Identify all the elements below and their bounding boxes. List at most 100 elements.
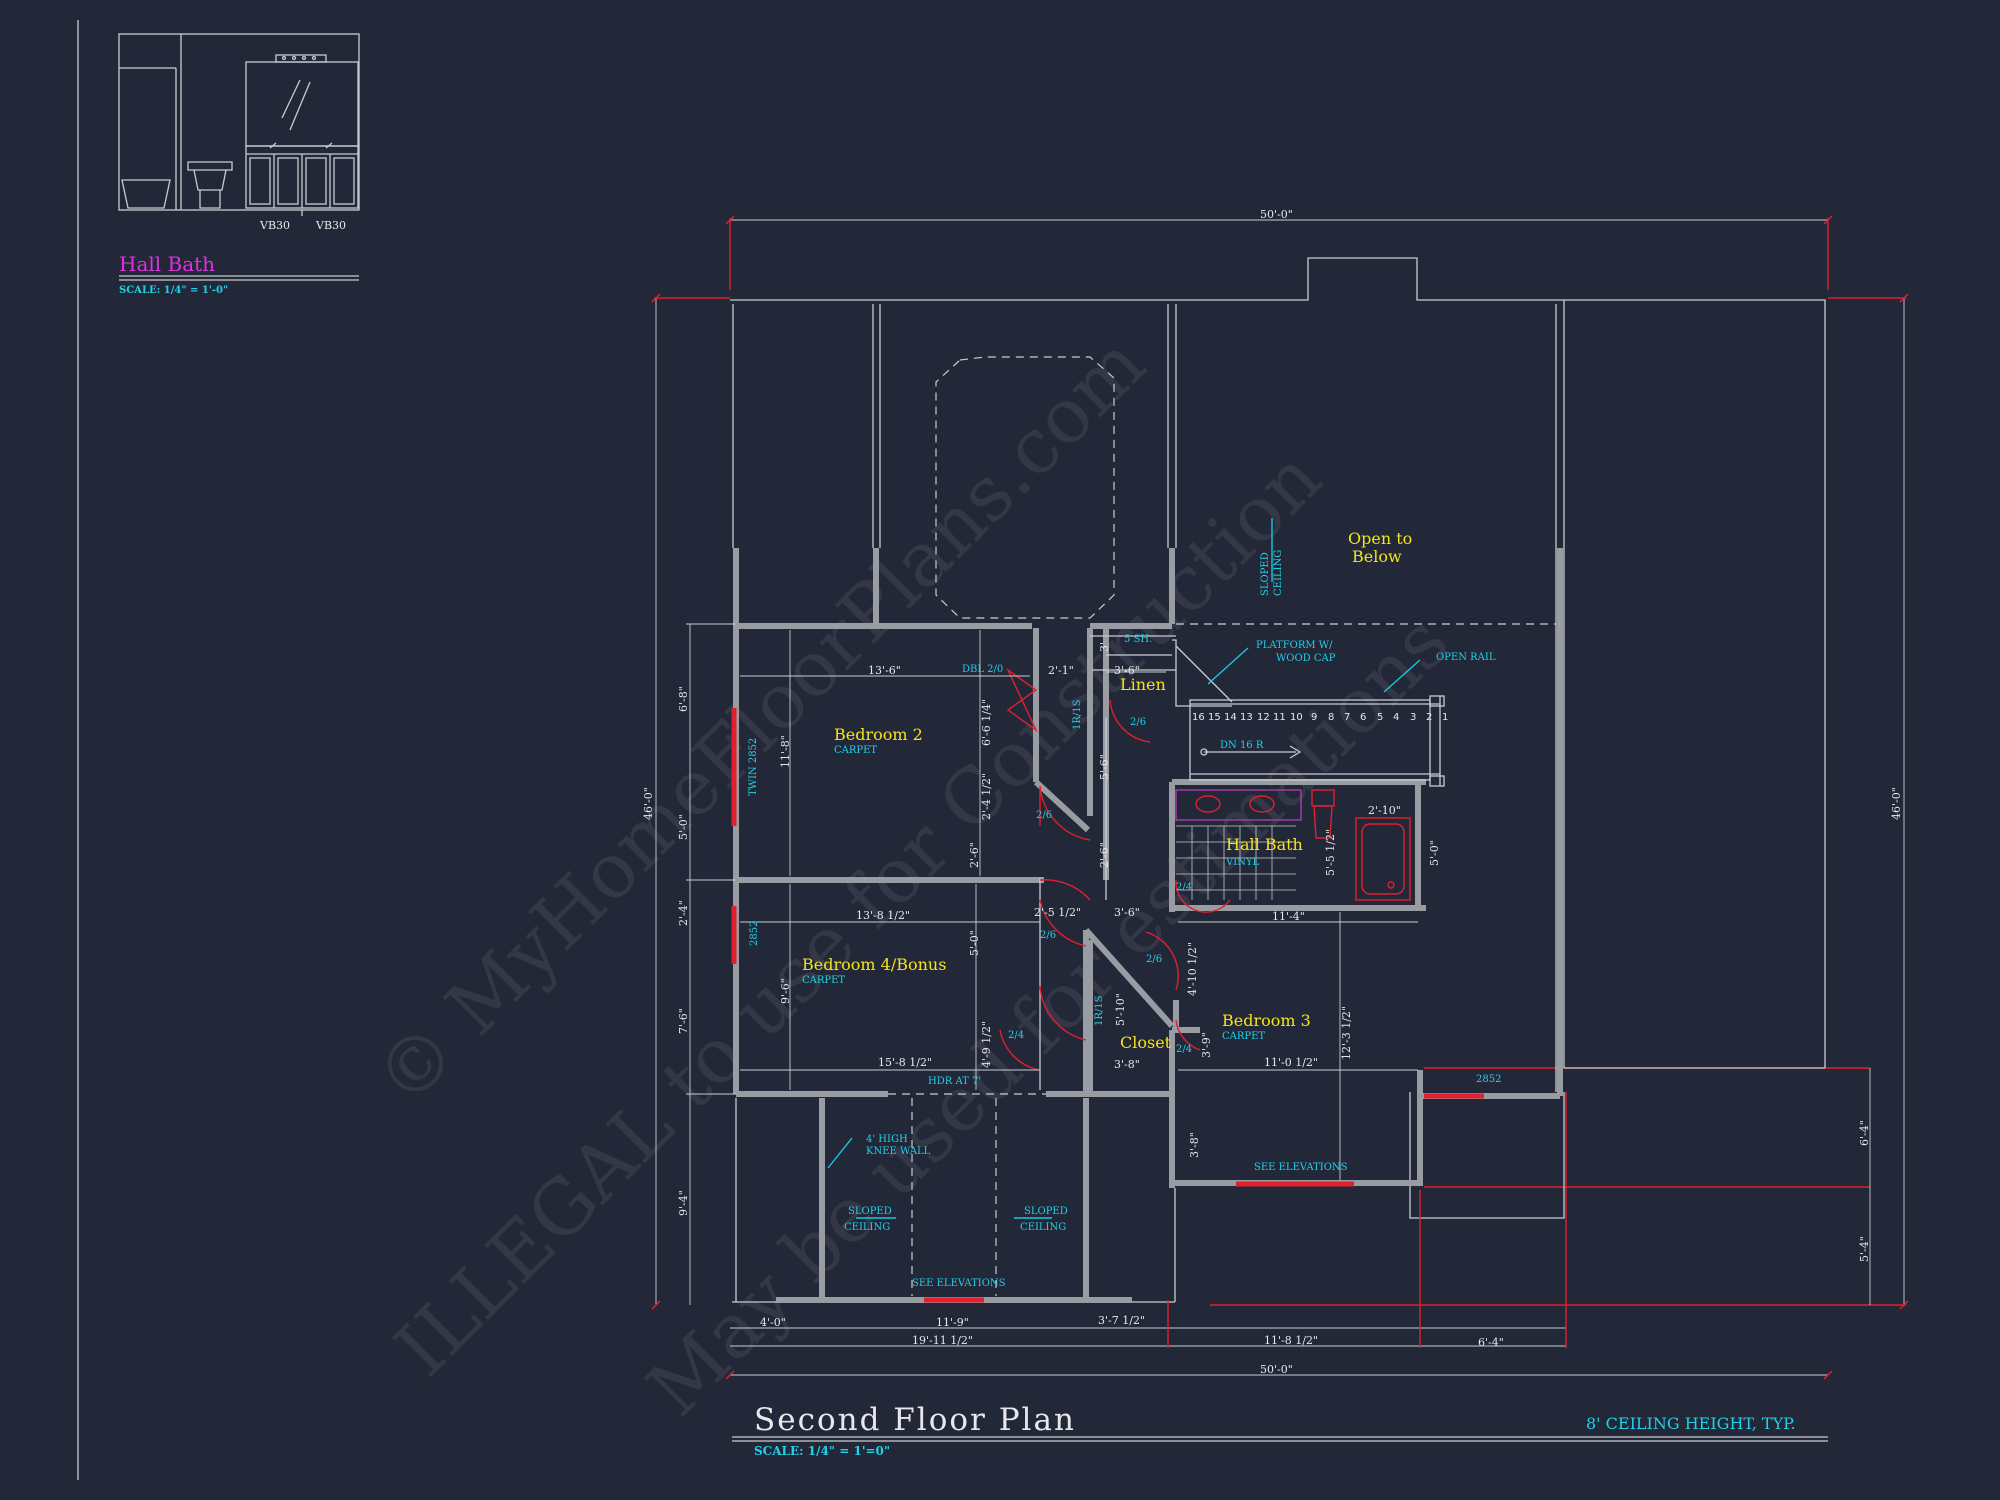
svg-text:9'-4": 9'-4" [677,1190,690,1216]
windows [731,708,1484,1303]
stair-step-numbers: 16 15 14 13 12 11 10 9 8 7 6 5 4 3 2 1 [1192,712,1448,723]
svg-text:3'-8": 3'-8" [1188,1132,1201,1158]
svg-text:13: 13 [1240,712,1253,723]
svg-text:2'-10": 2'-10" [1368,804,1401,817]
svg-text:2'-5 1/2": 2'-5 1/2" [1034,906,1081,919]
svg-text:3'-8": 3'-8" [1114,1058,1140,1071]
svg-text:4'-10 1/2": 4'-10 1/2" [1186,942,1199,996]
dbl-door-note: DBL 2/0 [962,664,1003,675]
stair [1189,695,1445,787]
svg-text:11'-8": 11'-8" [779,735,792,768]
shelf-note: 5 SH. [1124,634,1152,645]
svg-text:5'-0": 5'-0" [968,930,981,956]
rod-shelf-note-2: 1R/1S [1094,995,1105,1026]
svg-text:2'-1": 2'-1" [1048,664,1074,677]
svg-text:3: 3 [1410,712,1416,723]
door-size-labels: 2/6 2/6 2/6 2/6 2/4 2/4 2/4 [1008,717,1192,1055]
svg-text:2/4: 2/4 [1008,1030,1024,1041]
svg-text:2/4: 2/4 [1176,1044,1192,1055]
open-rail-note: OPEN RAIL [1436,652,1496,663]
svg-text:11: 11 [1273,712,1286,723]
sloped-ceiling-left-2: CEILING [844,1222,890,1233]
dim-overall-width-top: 50'-0" [1260,208,1293,221]
hall-bath-fixtures [1175,789,1411,901]
svg-text:6'-4": 6'-4" [1858,1120,1871,1146]
mirror-elevation [245,61,359,147]
svg-text:3'-9": 3'-9" [1200,1032,1213,1058]
svg-text:2/6: 2/6 [1036,810,1052,821]
svg-text:13'-8 1/2": 13'-8 1/2" [856,909,910,922]
see-elevations-bedroom3: SEE ELEVATIONS [1254,1162,1348,1173]
svg-text:2/6: 2/6 [1040,930,1056,941]
see-elevations-bonus: SEE ELEVATIONS [912,1278,1006,1289]
vanity-label-1: VB30 [259,219,290,232]
open-to-below-label-1: Open to [1348,529,1412,548]
linen-label: Linen [1120,675,1166,694]
ceiling-height-note: 8' CEILING HEIGHT, TYP. [1586,1414,1796,1433]
closet-label: Closet [1120,1033,1172,1052]
hall-bath-elevation-inset: VB30 VB30 [118,33,360,232]
svg-text:13'-6": 13'-6" [868,664,901,677]
bedroom-3-floor: CARPET [1222,1031,1265,1042]
svg-text:5'-6": 5'-6" [1098,754,1111,780]
svg-text:3'-6": 3'-6" [1114,664,1140,677]
hdr-note: HDR AT 7' [928,1076,981,1087]
svg-text:11'-4": 11'-4" [1272,910,1305,923]
svg-text:9'-6": 9'-6" [779,978,792,1004]
hall-bath-floor: VINYL [1225,857,1260,868]
door-swings [999,667,1231,1071]
svg-text:12: 12 [1257,712,1270,723]
svg-text:4'-9 1/2": 4'-9 1/2" [980,1021,993,1068]
svg-text:3': 3' [1098,642,1111,652]
svg-text:5'-0": 5'-0" [677,814,690,840]
svg-text:2'-4": 2'-4" [677,900,690,926]
svg-text:6'-4": 6'-4" [1478,1336,1504,1349]
stair-dn-note: DN 16 R [1220,740,1264,751]
leader-lines [827,518,1421,1219]
dim-overall-depth-right: 46'-0" [1890,787,1903,820]
platform-note-2: WOOD CAP [1276,653,1336,664]
svg-text:1: 1 [1442,712,1448,723]
twin-window-note: TWIN 2852 [748,738,759,796]
interior-dimension-lines [686,623,1567,1348]
svg-text:11'-0 1/2": 11'-0 1/2" [1264,1056,1318,1069]
window-note-bedroom4: 2852 [749,921,760,946]
svg-text:3'-7 1/2": 3'-7 1/2" [1098,1314,1145,1327]
inset-scale: SCALE: 1/4" = 1'-0" [119,285,228,296]
open-to-below-label-2: Below [1352,547,1402,566]
knee-wall-note-2: KNEE WALL [866,1146,931,1157]
dimension-texts: 13'-6" 11'-8" 6'-8" 5'-0" 2'-4" 7'-6" 9'… [677,642,1871,1349]
sloped-ceiling-left-1: SLOPED [848,1206,892,1217]
window-note-bedroom3: 2852 [1476,1074,1501,1085]
svg-text:12'-3 1/2": 12'-3 1/2" [1340,1006,1353,1060]
svg-text:6'-8": 6'-8" [677,686,690,712]
sloped-ceiling-right-2: CEILING [1020,1222,1066,1233]
plan-scale: SCALE: 1/4" = 1'=0" [754,1444,890,1458]
vanity-light [275,54,327,63]
sloped-ceiling-note-2: CEILING [1273,550,1284,596]
svg-text:10: 10 [1290,712,1303,723]
inset-title: Hall Bath [119,252,215,276]
bedroom-3-label: Bedroom 3 [1222,1011,1311,1030]
svg-text:8: 8 [1328,712,1334,723]
svg-text:3'-6": 3'-6" [1114,906,1140,919]
bedroom-2-label: Bedroom 2 [834,725,923,744]
svg-text:2/6: 2/6 [1146,954,1162,965]
platform-note-1: PLATFORM W/ [1256,640,1333,651]
bedroom-4-floor: CARPET [802,975,845,986]
svg-text:15'-8 1/2": 15'-8 1/2" [878,1056,932,1069]
svg-text:14: 14 [1224,712,1237,723]
bedroom-4-label: Bedroom 4/Bonus [802,955,946,974]
svg-text:19'-11 1/2": 19'-11 1/2" [912,1334,973,1347]
svg-text:11'-9": 11'-9" [936,1316,969,1329]
plan-title: Second Floor Plan [754,1402,1076,1438]
knee-wall-note-1: 4' HIGH [866,1134,908,1145]
svg-text:5'-4": 5'-4" [1858,1236,1871,1262]
svg-text:4: 4 [1393,712,1399,723]
svg-text:7: 7 [1344,712,1350,723]
svg-text:2: 2 [1426,712,1432,723]
bathtub-elevation [121,179,171,209]
vinyl-tile-grid [1176,825,1296,900]
svg-text:2/6: 2/6 [1130,717,1146,728]
